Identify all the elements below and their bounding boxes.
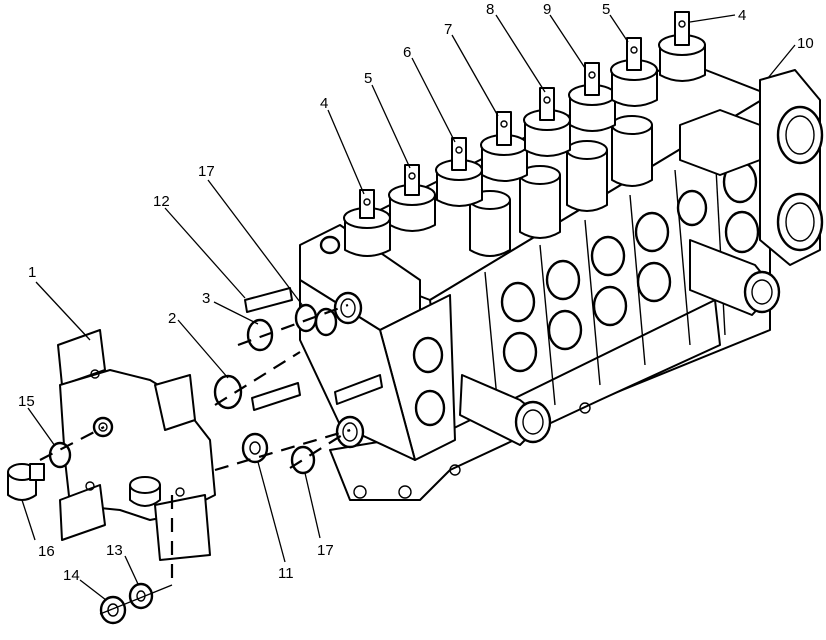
callout-10: 10 bbox=[797, 35, 814, 52]
callout-9: 9 bbox=[543, 1, 551, 18]
studs bbox=[244, 287, 383, 411]
callout-16: 16 bbox=[38, 543, 55, 560]
callout-12: 12 bbox=[153, 193, 170, 210]
callout-11: 11 bbox=[278, 565, 294, 582]
callout-3: 3 bbox=[202, 290, 210, 307]
callout-4-left: 4 bbox=[320, 95, 328, 112]
o-ring-3 bbox=[246, 318, 274, 352]
callout-labels: 1 2 3 4 5 6 7 8 9 5 4 10 12 17 15 16 11 … bbox=[18, 1, 814, 584]
pipe-couplers bbox=[459, 239, 781, 446]
callout-17-bottom: 17 bbox=[317, 542, 334, 559]
callout-8: 8 bbox=[486, 1, 494, 18]
assembly-lines bbox=[39, 303, 351, 615]
plug bbox=[7, 463, 45, 501]
callout-14: 14 bbox=[63, 567, 80, 584]
lever-handles bbox=[343, 11, 706, 257]
callout-6: 6 bbox=[403, 44, 411, 61]
callout-1: 1 bbox=[28, 264, 36, 281]
callout-7: 7 bbox=[444, 21, 452, 38]
section-ports bbox=[500, 160, 760, 373]
callout-13: 13 bbox=[106, 542, 123, 559]
callout-2: 2 bbox=[168, 310, 176, 327]
nut-14 bbox=[99, 595, 127, 625]
o-ring-17c bbox=[290, 445, 316, 475]
callout-4-right: 4 bbox=[738, 7, 746, 24]
callout-5-right: 5 bbox=[602, 1, 610, 18]
o-ring-17b bbox=[314, 307, 338, 337]
washer-13 bbox=[128, 582, 154, 610]
callout-5-left: 5 bbox=[364, 70, 372, 87]
spool-caps bbox=[469, 115, 653, 257]
mounting-plate bbox=[57, 329, 216, 561]
callout-17-top: 17 bbox=[198, 163, 215, 180]
seals-and-washers bbox=[48, 303, 338, 625]
washer-11 bbox=[241, 432, 269, 464]
callout-15: 15 bbox=[18, 393, 35, 410]
leader-lines bbox=[21, 14, 796, 601]
outlet-end-section bbox=[299, 224, 456, 461]
end-cover bbox=[679, 69, 824, 266]
